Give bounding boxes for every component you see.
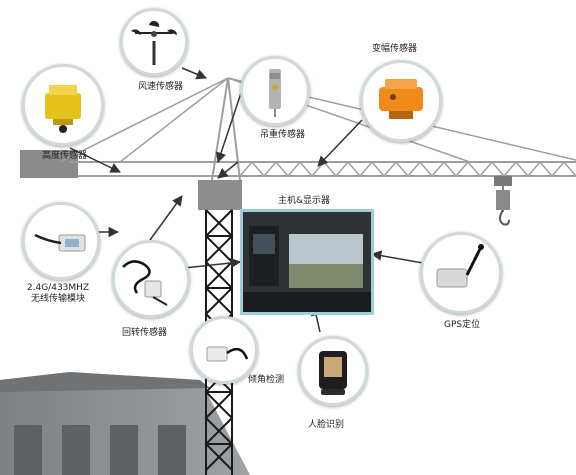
inclinometer-icon <box>206 346 249 362</box>
rotary-encoder-icon <box>122 260 168 306</box>
building <box>0 372 250 475</box>
rotation-sensor-label: 回转传感器 <box>122 328 168 338</box>
rotation-sensor-circle <box>112 240 190 318</box>
gps-circle <box>420 232 502 314</box>
tilt-sensor-circle <box>190 316 258 384</box>
gps-label: GPS定位 <box>444 320 481 330</box>
height-limiter-icon <box>45 85 81 133</box>
wind-sensor-circle <box>120 8 188 76</box>
height-sensor-label: 高度传感器 <box>42 151 88 161</box>
gps-antenna-icon <box>436 244 484 288</box>
height-sensor-circle <box>22 64 104 146</box>
anemometer-icon <box>131 20 177 65</box>
face-recognition-circle <box>298 336 368 406</box>
wireless-module-circle <box>22 202 100 280</box>
cab-display-photo <box>243 212 371 312</box>
host-display-panel <box>240 209 374 315</box>
antenna-module-icon <box>34 233 86 252</box>
face-recognition-label: 人脸识别 <box>308 420 345 430</box>
load-sensor-label: 吊重传感器 <box>260 130 306 140</box>
slewing-unit <box>198 180 242 210</box>
amplitude-sensor-label: 变幅传感器 <box>372 44 418 54</box>
wind-sensor-label: 风速传感器 <box>138 82 184 92</box>
face-recognition-terminal-icon <box>319 351 347 395</box>
wireless-module-label-line2: 无线传输模块 <box>30 294 86 304</box>
wireless-module-label: 2.4G/433MHZ 无线传输模块 <box>27 283 89 305</box>
host-display-label: 主机&显示器 <box>277 196 331 206</box>
trolley-hook <box>494 176 512 226</box>
load-sensor-circle <box>240 56 310 126</box>
load-cell-icon <box>269 69 281 117</box>
amplitude-limiter-icon <box>379 79 423 119</box>
wireless-module-label-line1: 2.4G/433MHZ <box>26 283 90 293</box>
tilt-sensor-label: 倾角检测 <box>248 375 285 385</box>
amplitude-sensor-circle <box>360 60 442 142</box>
